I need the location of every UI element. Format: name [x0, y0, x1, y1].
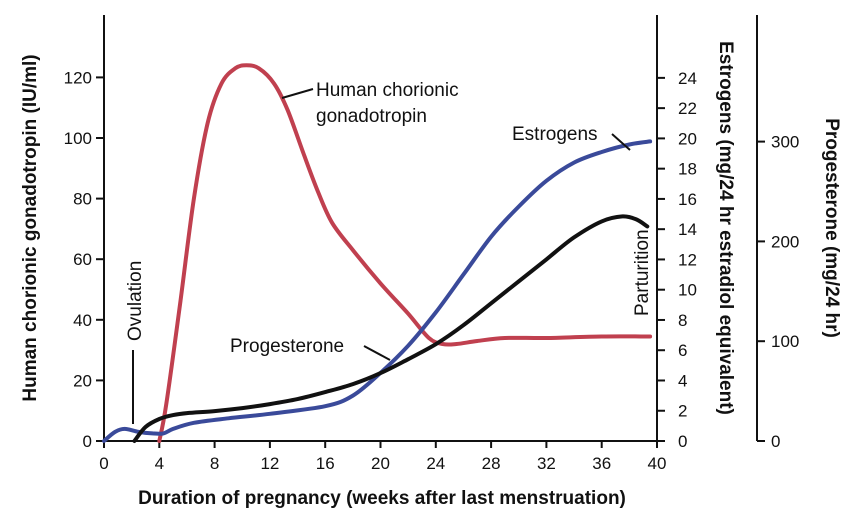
x-tick-label: 24 — [426, 454, 445, 473]
hcg-series-line — [157, 63, 653, 443]
x-tick-label: 32 — [537, 454, 556, 473]
x-tick-label: 36 — [592, 454, 611, 473]
estrogens-series-label: Estrogens — [512, 124, 598, 145]
estrogen-tick-label: 4 — [678, 371, 687, 390]
x-tick-label: 8 — [210, 454, 219, 473]
progesterone-tick-label: 200 — [771, 232, 799, 251]
hcg-series-label-line1: Human chorionic — [316, 80, 459, 101]
parturition-label: Parturition — [632, 229, 653, 316]
x-axis-title: Duration of pregnancy (weeks after last … — [138, 488, 626, 509]
progesterone-tick-label: 300 — [771, 133, 799, 152]
estrogen-tick-label: 2 — [678, 402, 687, 421]
x-tick-label: 40 — [648, 454, 667, 473]
estrogen-tick-label: 20 — [678, 129, 697, 148]
estrogen-tick-label: 14 — [678, 220, 697, 239]
axes-layer — [103, 15, 758, 442]
hcg-tick-label: 40 — [73, 311, 92, 330]
x-tick-label: 4 — [155, 454, 164, 473]
hcg-axis-title: Human chorionic gonadotropin (IU/ml) — [20, 54, 41, 401]
estrogen-tick-label: 12 — [678, 250, 697, 269]
hcg-tick-label: 100 — [64, 129, 92, 148]
annotation-layer: Duration of pregnancy (weeks after last … — [20, 41, 842, 509]
estrogen-tick-label: 24 — [678, 69, 697, 88]
progesterone-axis-title: Progesterone (mg/24 hr) — [821, 118, 842, 338]
x-tick-label: 12 — [260, 454, 279, 473]
hcg-tick-label: 60 — [73, 250, 92, 269]
estrogen-tick-label: 22 — [678, 99, 697, 118]
progesterone-series-line — [132, 214, 650, 443]
progesterone-label-leader — [363, 345, 391, 361]
estrogen-tick-label: 16 — [678, 190, 697, 209]
hcg-tick-label: 0 — [83, 432, 92, 451]
x-tick-label: 16 — [316, 454, 335, 473]
estrogen-axis-title: Estrogens (mg/24 hr estradiol equivalent… — [715, 41, 736, 415]
estrogens-label-leader — [611, 133, 631, 151]
hcg-tick-label: 20 — [73, 371, 92, 390]
estrogens-series-line — [102, 139, 653, 443]
x-tick-label: 0 — [99, 454, 108, 473]
hcg-tick-label: 80 — [73, 190, 92, 209]
x-tick-label: 28 — [482, 454, 501, 473]
hcg-label-leader — [281, 88, 314, 99]
progesterone-series-label: Progesterone — [230, 336, 344, 357]
estrogen-tick-label: 0 — [678, 432, 687, 451]
progesterone-tick-label: 100 — [771, 332, 799, 351]
ovulation-label: Ovulation — [125, 261, 146, 341]
estrogen-tick-label: 10 — [678, 281, 697, 300]
x-tick-label: 20 — [371, 454, 390, 473]
estrogen-tick-label: 18 — [678, 160, 697, 179]
hcg-series-label-line2: gonadotropin — [316, 106, 427, 127]
estrogen-tick-label: 6 — [678, 341, 687, 360]
progesterone-tick-label: 0 — [771, 432, 780, 451]
estrogen-tick-label: 8 — [678, 311, 687, 330]
series-layer — [102, 63, 653, 443]
hcg-tick-label: 120 — [64, 68, 92, 87]
